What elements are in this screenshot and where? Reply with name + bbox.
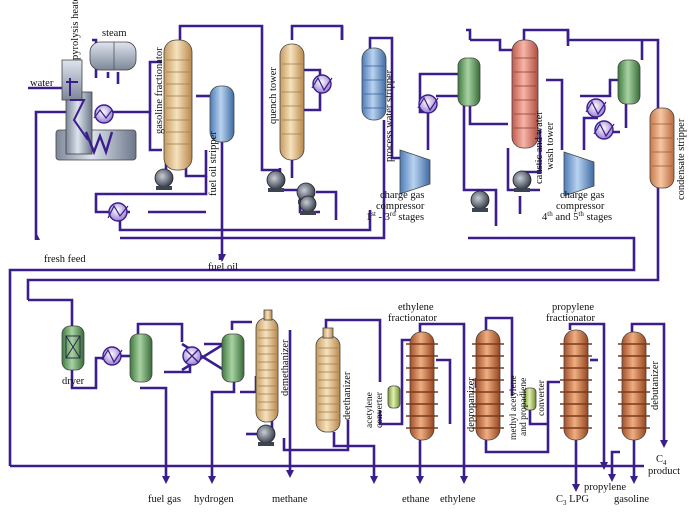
label-propylene-fractionator-line-2: fractionator	[546, 313, 595, 324]
label-water: water	[30, 78, 54, 89]
label-compressor-1-stages: 1st - 3rd stages	[366, 210, 424, 223]
label-debutanizer: debutanizer	[650, 361, 661, 410]
deethanizer	[315, 327, 341, 433]
process-water-stripper	[361, 47, 387, 121]
label-ethylene-fractionator-line-2: fractionator	[388, 313, 437, 324]
quench-tower	[279, 43, 305, 161]
label-ethylene: ethylene	[440, 494, 476, 505]
label-deethanizer: deethanizer	[342, 371, 353, 420]
quench-pump-icon	[266, 170, 286, 192]
dryer	[61, 325, 85, 371]
expander-valve-icon	[182, 346, 202, 366]
label-demethanizer: demethanizer	[280, 339, 291, 396]
ethylene-fractionator	[406, 331, 438, 441]
debutanizer	[618, 331, 650, 441]
label-acetylene-converter-line-1: acetylene	[365, 392, 375, 428]
label-depropanizer: depropanizer	[466, 377, 477, 432]
compressor-1-exchanger-icon	[417, 94, 439, 114]
label-fuel-oil-stripper: fuel oil stripper	[208, 131, 219, 196]
label-dryer: dryer	[62, 376, 85, 387]
exchanger-icon	[107, 202, 129, 222]
label-gasoline: gasoline	[614, 494, 649, 505]
dryer-exchanger-icon	[101, 346, 123, 366]
label-c3-lpg: C3 LPG	[556, 494, 589, 507]
label-compressor-1-line-2: compressor	[376, 201, 425, 212]
label-compressor-2-stages: 4th and 5th stages	[542, 210, 612, 223]
label-compressor-2-line-1: charge gas	[560, 190, 604, 201]
charge-gas-compressor-1	[399, 149, 431, 195]
label-ethylene-fractionator-line-1: ethylene	[398, 302, 434, 313]
label-caustic-wash-line-1: caustic and water	[534, 111, 545, 184]
label-quench-tower: quench tower	[268, 67, 279, 124]
chill-drum-1	[129, 333, 153, 383]
label-pyrolysis-heater: pyrolysis heater	[70, 0, 81, 60]
caustic-water-wash-tower	[511, 39, 539, 149]
label-gasoline-fractionator: gasoline fractionator	[154, 47, 165, 134]
quench-pump-3-icon	[299, 195, 317, 215]
chill-drum-2	[221, 333, 245, 383]
label-process-water-stripper: process water stripper	[384, 69, 395, 162]
mapd-converter	[523, 387, 537, 411]
knockout-drum	[457, 57, 481, 107]
label-methane: methane	[272, 494, 308, 505]
label-mapd-line-2: and propadiene	[519, 378, 529, 436]
compressor-2-drum	[617, 59, 641, 105]
compressor-2-exchanger-b-icon	[593, 120, 615, 140]
pyrolysis-heater	[55, 59, 137, 161]
label-mapd-line-1: methyl acetylene	[509, 375, 519, 440]
label-propylene: propylene	[584, 482, 626, 493]
depropanizer	[472, 329, 504, 441]
label-fuel-gas: fuel gas	[148, 494, 181, 505]
demethanizer	[255, 309, 279, 423]
label-condensate-stripper: condensate stripper	[676, 118, 687, 200]
pipes-lower	[10, 298, 666, 484]
pump-icon	[154, 168, 174, 190]
label-compressor-1-line-1: charge gas	[380, 190, 424, 201]
caustic-pump-icon	[512, 170, 532, 192]
quench-exchanger-icon	[311, 74, 333, 94]
label-mapd-line-3: converter	[537, 379, 547, 416]
demethanizer-pump-icon	[256, 424, 276, 446]
propylene-fractionator	[560, 329, 592, 441]
label-caustic-wash-line-2: wash tower	[545, 121, 556, 170]
output-arrows	[36, 84, 668, 492]
drum-pump-icon	[470, 190, 490, 212]
label-fresh-feed: fresh feed	[44, 254, 86, 265]
label-propylene-fractionator-line-1: propylene	[552, 302, 594, 313]
heater-exchanger-icon	[93, 104, 114, 124]
fuel-oil-stripper	[209, 85, 235, 143]
condensate-stripper	[649, 107, 675, 189]
label-ethane: ethane	[402, 494, 430, 505]
steam-drum	[89, 41, 137, 71]
label-c4-product-word: product	[648, 466, 680, 477]
label-steam: steam	[102, 28, 127, 39]
label-compressor-2-line-2: compressor	[556, 201, 605, 212]
label-fuel-oil: fuel oil	[208, 262, 238, 273]
compressor-2-exchanger-a-icon	[585, 98, 607, 118]
label-acetylene-converter-line-2: converter	[375, 391, 385, 428]
charge-gas-compressor-2	[563, 151, 595, 197]
gasoline-fractionator	[163, 39, 193, 171]
acetylene-converter	[387, 385, 401, 409]
label-hydrogen: hydrogen	[194, 494, 234, 505]
label-c4-product-c: C4	[656, 454, 667, 467]
